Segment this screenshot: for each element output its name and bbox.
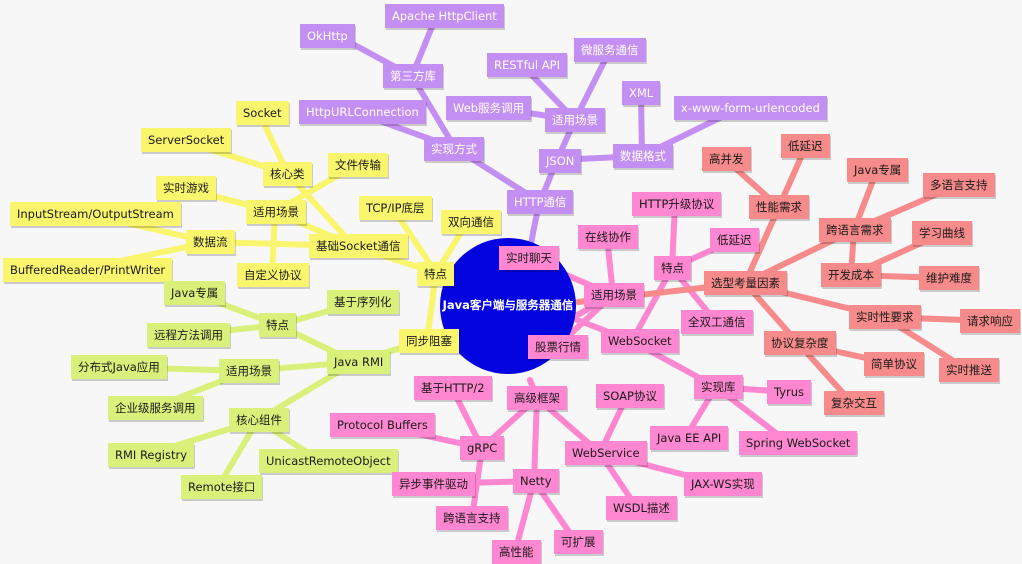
node-xml[interactable]: XML xyxy=(622,81,661,105)
node-stock-quotes[interactable]: 股票行情 xyxy=(528,335,588,359)
node-ws-impl[interactable]: 实现库 xyxy=(694,375,743,399)
node-custom-protocol[interactable]: 自定义协议 xyxy=(237,263,309,287)
center-title: Java客户端与服务器通信 xyxy=(442,298,574,312)
node-netty[interactable]: Netty xyxy=(513,469,559,493)
node-http2[interactable]: 基于HTTP/2 xyxy=(414,376,492,400)
node-rmi-components[interactable]: 核心组件 xyxy=(229,408,289,432)
node-http-scenes[interactable]: 适用场景 xyxy=(545,108,605,132)
node-high-perf[interactable]: 高性能 xyxy=(492,540,541,564)
node-data-format[interactable]: 数据格式 xyxy=(613,144,673,168)
node-realtime-push[interactable]: 实时推送 xyxy=(939,358,999,382)
node-dev-cost[interactable]: 开发成本 xyxy=(821,263,881,287)
node-rmi-feature[interactable]: 特点 xyxy=(259,313,296,337)
node-socket-root[interactable]: 基础Socket通信 xyxy=(309,234,408,258)
node-rmi-root[interactable]: Java RMI xyxy=(327,350,391,374)
node-webservice-call[interactable]: Web服务调用 xyxy=(446,96,532,120)
node-protobuf[interactable]: Protocol Buffers xyxy=(330,413,435,437)
node-http-impl[interactable]: 实现方式 xyxy=(424,137,484,161)
node-rmi-scenes[interactable]: 适用场景 xyxy=(219,359,279,383)
node-remote-method[interactable]: 远程方法调用 xyxy=(147,323,230,347)
node-websocket-root[interactable]: WebSocket xyxy=(601,329,679,353)
node-socket-feature[interactable]: 特点 xyxy=(417,262,454,286)
node-tyrus[interactable]: Tyrus xyxy=(767,380,812,404)
node-selection-root[interactable]: 选型考量因素 xyxy=(704,271,787,295)
node-realtime-req[interactable]: 实时性要求 xyxy=(849,305,921,329)
node-simple-protocol[interactable]: 简单协议 xyxy=(864,352,924,376)
node-full-duplex[interactable]: 全双工通信 xyxy=(681,310,753,334)
node-apache-httpclient[interactable]: Apache HttpClient xyxy=(385,4,504,28)
node-perf-needs[interactable]: 性能需求 xyxy=(749,195,809,219)
node-multi-lang[interactable]: 多语言支持 xyxy=(923,173,995,197)
node-high-concurrency[interactable]: 高并发 xyxy=(702,147,751,171)
node-online-collab[interactable]: 在线协作 xyxy=(578,225,638,249)
node-io-stream[interactable]: InputStream/OutputStream xyxy=(10,202,181,226)
node-serversocket[interactable]: ServerSocket xyxy=(141,128,232,152)
node-data-stream[interactable]: 数据流 xyxy=(186,230,235,254)
node-ws-scenes[interactable]: 适用场景 xyxy=(584,283,644,307)
node-file-transfer[interactable]: 文件传输 xyxy=(328,153,388,177)
node-serialization[interactable]: 基于序列化 xyxy=(327,290,399,314)
node-socket-class[interactable]: Socket xyxy=(236,101,289,125)
node-grpc[interactable]: gRPC xyxy=(460,436,505,460)
node-unicast-remote[interactable]: UnicastRemoteObject xyxy=(259,449,398,473)
node-distributed-app[interactable]: 分布式Java应用 xyxy=(71,355,167,379)
node-duplex[interactable]: 双向通信 xyxy=(441,210,501,234)
node-advanced-frameworks[interactable]: 高级框架 xyxy=(507,386,567,410)
node-cross-language[interactable]: 跨语言支持 xyxy=(436,506,508,530)
node-buffered-reader[interactable]: BufferedReader/PrintWriter xyxy=(3,258,173,282)
node-microservice[interactable]: 微服务通信 xyxy=(574,38,646,62)
node-spring-websocket[interactable]: Spring WebSocket xyxy=(739,431,858,455)
node-sel-lowlatency[interactable]: 低延迟 xyxy=(781,134,830,158)
node-learning-curve[interactable]: 学习曲线 xyxy=(912,221,972,245)
node-remote-interface[interactable]: Remote接口 xyxy=(181,475,263,499)
node-rmi-registry[interactable]: RMI Registry xyxy=(108,443,195,467)
node-okhttp[interactable]: OkHttp xyxy=(300,24,355,48)
node-http-lib[interactable]: 第三方库 xyxy=(383,64,443,88)
node-extensible[interactable]: 可扩展 xyxy=(554,530,603,554)
node-webservice[interactable]: WebService xyxy=(565,441,647,465)
node-protocol-complexity[interactable]: 协议复杂度 xyxy=(764,331,836,355)
node-ws-lowlatency[interactable]: 低延迟 xyxy=(710,228,759,252)
node-tcp-ip[interactable]: TCP/IP底层 xyxy=(359,196,432,220)
node-rmi-javaonly[interactable]: Java专属 xyxy=(164,281,226,305)
node-restful-api[interactable]: RESTful API xyxy=(487,53,567,77)
node-http-upgrade[interactable]: HTTP升级协议 xyxy=(632,192,722,216)
node-form-urlencoded[interactable]: x-www-form-urlencoded xyxy=(674,96,827,120)
node-httpurlconnection[interactable]: HttpURLConnection xyxy=(299,100,426,124)
node-enterprise-service[interactable]: 企业级服务调用 xyxy=(108,396,203,420)
node-jaxws[interactable]: JAX-WS实现 xyxy=(684,472,762,496)
node-json[interactable]: JSON xyxy=(539,149,582,173)
node-soap[interactable]: SOAP协议 xyxy=(596,384,664,408)
node-http-root[interactable]: HTTP通信 xyxy=(507,190,574,214)
node-maintenance[interactable]: 维护难度 xyxy=(919,266,979,290)
node-sel-javaonly[interactable]: Java专属 xyxy=(847,158,909,182)
node-socket-core[interactable]: 核心类 xyxy=(263,162,312,186)
node-socket-scenes[interactable]: 适用场景 xyxy=(246,200,306,224)
node-request-response[interactable]: 请求响应 xyxy=(960,309,1020,333)
node-javaee-api[interactable]: Java EE API xyxy=(650,426,729,450)
node-ws-feature[interactable]: 特点 xyxy=(654,256,691,280)
node-realtime-chat[interactable]: 实时聊天 xyxy=(499,246,559,270)
node-wsdl[interactable]: WSDL描述 xyxy=(606,496,677,520)
node-async-event[interactable]: 异步事件驱动 xyxy=(392,472,475,496)
node-realtime-game[interactable]: 实时游戏 xyxy=(156,176,216,200)
node-cross-lang-needs[interactable]: 跨语言需求 xyxy=(819,218,891,242)
node-complex-interaction[interactable]: 复杂交互 xyxy=(824,391,884,415)
node-sync-blocking[interactable]: 同步阻塞 xyxy=(399,329,459,353)
